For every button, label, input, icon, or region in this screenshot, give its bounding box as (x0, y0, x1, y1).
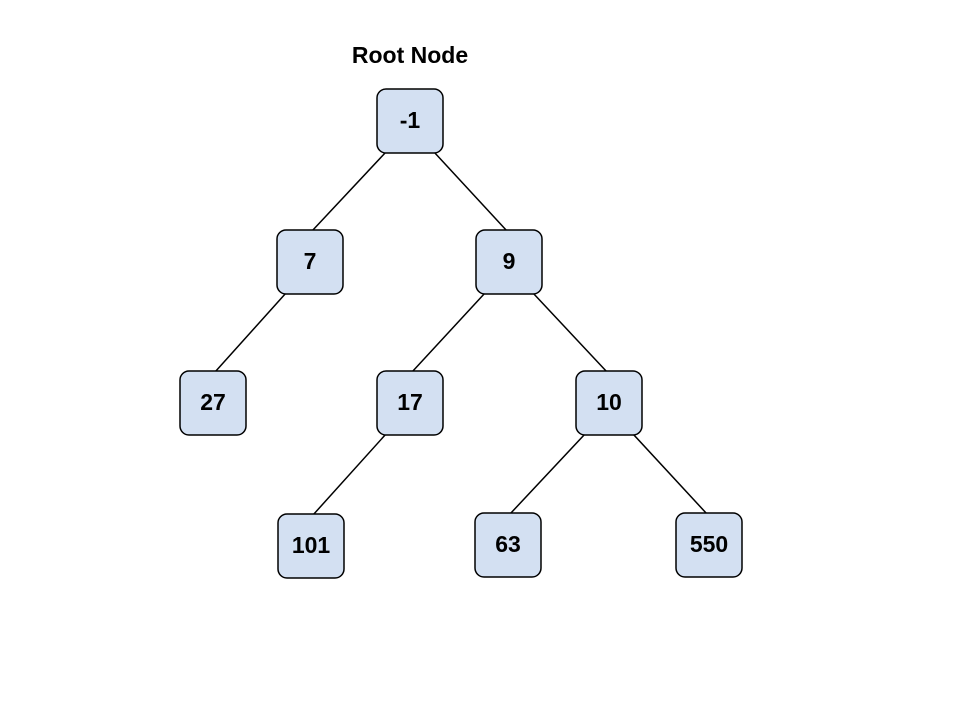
tree-node-box (376, 370, 444, 436)
tree-edge (312, 433, 387, 516)
tree-edges (214, 151, 708, 516)
tree-edge (411, 292, 486, 373)
tree-node-label: 17 (397, 389, 423, 415)
tree-node-box (376, 88, 444, 154)
tree-node: -1 (376, 88, 444, 154)
tree-node: 9 (475, 229, 543, 295)
tree-node: 10 (575, 370, 643, 436)
tree-node-label: 27 (200, 389, 226, 415)
tree-node: 101 (277, 513, 345, 579)
tree-node-label: 7 (304, 248, 317, 274)
tree-node-box (474, 512, 542, 578)
tree-node-box (179, 370, 247, 436)
tree-node-label: 550 (690, 531, 728, 557)
tree-node-box (475, 229, 543, 295)
tree-edge (532, 292, 608, 373)
tree-node-label: -1 (400, 107, 421, 133)
tree-node: 7 (276, 229, 344, 295)
tree-node-box (675, 512, 743, 578)
tree-edge (632, 433, 708, 515)
tree-edge (311, 151, 387, 232)
tree-edge (214, 292, 287, 373)
tree-node-label: 101 (292, 532, 331, 558)
tree-node-label: 9 (503, 248, 516, 274)
tree-node-label: 10 (596, 389, 622, 415)
tree-node-box (277, 513, 345, 579)
tree-edge (509, 433, 586, 515)
tree-node: 550 (675, 512, 743, 578)
tree-nodes: -1 7 9 27 17 10 101 63 550 (179, 88, 743, 579)
tree-node: 63 (474, 512, 542, 578)
root-node-title: Root Node (351, 42, 469, 68)
tree-edge (433, 151, 508, 232)
tree-node-box (575, 370, 643, 436)
tree-node-label: 63 (495, 531, 521, 557)
tree-node: 17 (376, 370, 444, 436)
tree-node-box (276, 229, 344, 295)
tree-node: 27 (179, 370, 247, 436)
